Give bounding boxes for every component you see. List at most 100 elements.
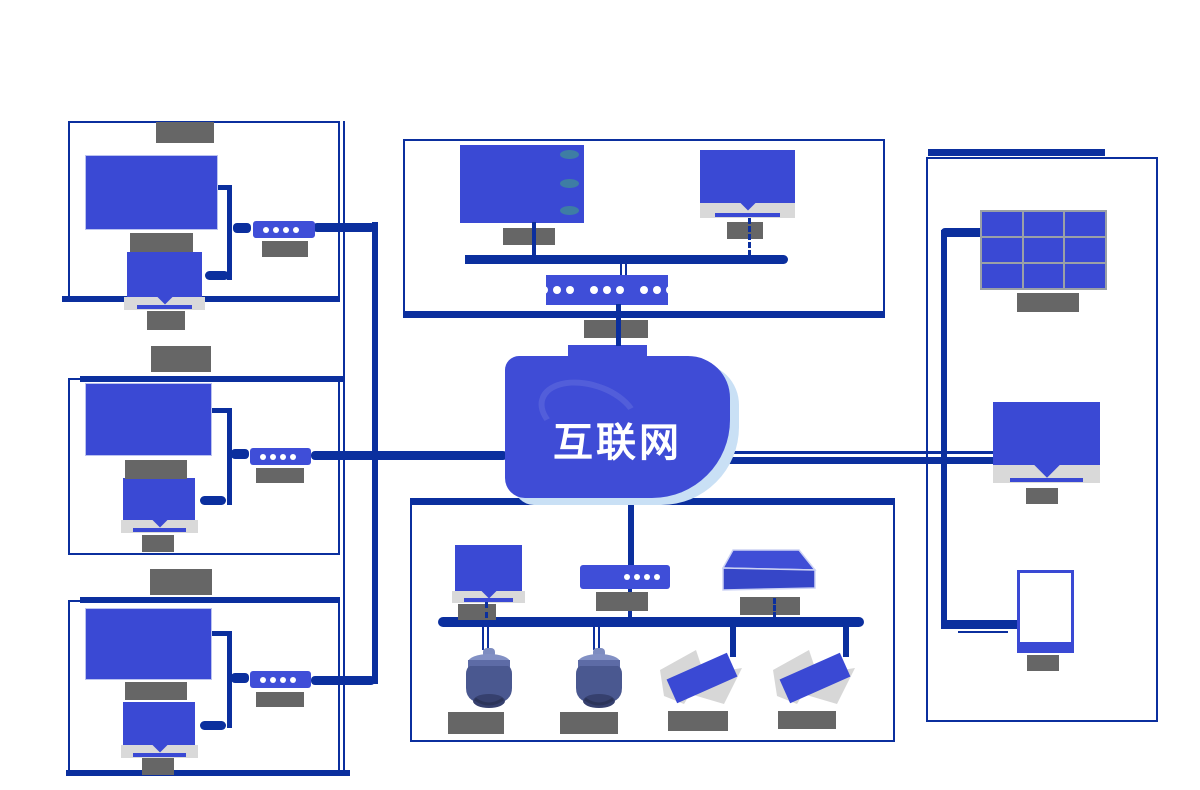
- g3-router-label-redacted: [256, 692, 304, 707]
- dome-camera-2-link: [593, 627, 600, 650]
- right-trunk-line: [941, 230, 947, 628]
- top-group-bottom-accent-line: [403, 311, 885, 318]
- bullet-camera-2-label-redacted: [778, 711, 836, 729]
- group2-top-accent-line: [80, 376, 343, 382]
- g3-title-label-redacted: [150, 569, 212, 595]
- group3-router-uplink: [311, 676, 375, 685]
- led-dot: [634, 574, 640, 580]
- left-rail-line: [343, 121, 345, 772]
- bb-router-icon: [580, 565, 670, 589]
- right-monitor-base: [993, 465, 1100, 483]
- nvr-label-redacted: [740, 597, 800, 615]
- g2-tv-stub: [212, 408, 228, 413]
- internet-cloud-label: 互联网: [553, 420, 682, 466]
- g3-router-plug: [231, 673, 249, 683]
- g1-tv-display: [85, 155, 218, 230]
- g2-router-icon: [250, 448, 311, 465]
- led-dot: [540, 286, 548, 294]
- g1-tv-label-redacted: [130, 233, 193, 252]
- led-dot: [273, 226, 279, 233]
- switch-icon: [527, 275, 687, 305]
- nvr-3d-box-icon: [721, 549, 817, 591]
- g2-vertical-link: [227, 408, 232, 505]
- led-dot: [283, 226, 289, 233]
- bb-monitor-base: [452, 591, 525, 603]
- g2-monitor-plug: [200, 496, 226, 505]
- led-dot: [260, 676, 266, 683]
- group2-router-to-cloud-link: [311, 451, 507, 460]
- switch-to-cloud-link: [616, 304, 621, 346]
- g2-tv-label-redacted: [125, 460, 187, 479]
- cloud-right-link-thin: [728, 451, 994, 454]
- led-dot: [290, 676, 296, 683]
- top-monitor-base: [700, 203, 795, 218]
- bullet-camera-1-label-redacted: [668, 711, 728, 731]
- video-wall-cell: [1065, 238, 1105, 262]
- video-wall-cell: [1023, 212, 1064, 236]
- bullet-camera-2-icon: [773, 650, 855, 704]
- phone-link-underline: [958, 631, 1008, 633]
- video-wall-cell: [1023, 264, 1064, 288]
- top-monitor-label-redacted: [727, 222, 763, 239]
- smartphone-icon: [1017, 570, 1074, 653]
- video-wall-label-redacted: [1017, 293, 1079, 312]
- server-to-bus-link: [532, 222, 536, 256]
- g2-monitor-label-redacted: [142, 535, 174, 552]
- dome-camera-1-label-redacted: [448, 712, 504, 734]
- led-dot: [270, 453, 276, 460]
- cloud-to-bottom-group-link: [628, 497, 634, 565]
- cloud-right-link-thick: [728, 457, 994, 464]
- g2-title-label-redacted: [151, 346, 211, 372]
- bottom-bus-line: [438, 617, 864, 627]
- disk-slot: [560, 179, 579, 188]
- led-dot: [527, 286, 535, 294]
- bb-monitor-to-bus-link: [485, 602, 488, 618]
- g3-router-icon: [250, 671, 311, 688]
- g3-tv-label-redacted: [125, 682, 187, 700]
- disk-slot: [560, 150, 579, 159]
- led-dot: [270, 676, 276, 683]
- g1-tv-stub: [217, 185, 231, 190]
- bullet-camera-2-link: [843, 627, 849, 657]
- video-wall-cell: [1065, 264, 1105, 288]
- led-dot: [616, 286, 624, 294]
- g1-monitor-base: [124, 297, 205, 310]
- bullet-camera-1-icon: [660, 650, 742, 704]
- led-dot: [590, 286, 598, 294]
- led-dot: [263, 226, 269, 233]
- video-wall-cell: [1065, 212, 1105, 236]
- led-dot: [260, 453, 266, 460]
- g3-monitor-base: [121, 745, 198, 758]
- right-group-top-accent-line: [928, 149, 1105, 156]
- g3-tv-stub: [212, 631, 228, 636]
- phone-label-redacted: [1027, 655, 1059, 671]
- server-icon: [460, 145, 584, 223]
- led-dot: [666, 286, 674, 294]
- g3-monitor-label-redacted: [142, 758, 174, 775]
- g1-router-plug: [233, 223, 251, 233]
- g1-router-label-redacted: [262, 241, 308, 257]
- server-label-redacted: [503, 228, 555, 245]
- nvr-to-bus-link: [773, 598, 776, 618]
- g2-tv-display: [85, 383, 212, 456]
- led-dot: [603, 286, 611, 294]
- led-dot: [290, 453, 296, 460]
- led-dot: [654, 574, 660, 580]
- video-wall-cell: [982, 238, 1022, 262]
- dome-camera-1-icon: [466, 648, 512, 708]
- video-wall-link: [941, 228, 983, 237]
- top-monitor-to-bus-link: [748, 218, 751, 256]
- g1-monitor-plug: [205, 271, 229, 280]
- internet-cloud: 互联网: [505, 356, 730, 498]
- bullet-camera-1-link: [730, 627, 736, 657]
- g3-vertical-link: [227, 631, 232, 728]
- smartphone-chin: [1019, 642, 1072, 651]
- bus-to-switch-link: [620, 263, 627, 276]
- g3-monitor-plug: [200, 721, 226, 730]
- g1-monitor-label-redacted: [147, 311, 185, 330]
- led-dot: [566, 286, 574, 294]
- video-wall-cell: [982, 212, 1022, 236]
- g2-router-label-redacted: [256, 468, 304, 483]
- led-dot: [553, 286, 561, 294]
